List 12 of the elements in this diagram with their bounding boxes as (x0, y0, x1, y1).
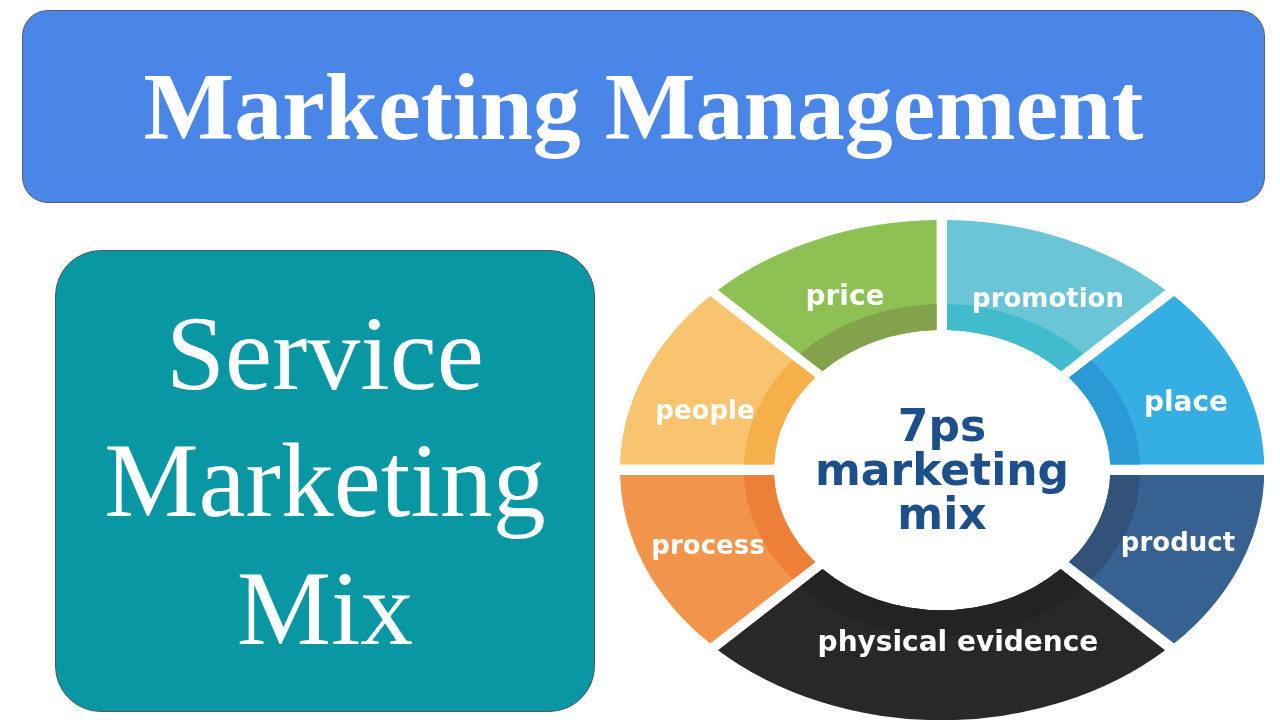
segment-label: price (805, 280, 885, 312)
card-heading: Service Marketing Mix (103, 294, 547, 669)
segment-label: place (1143, 386, 1229, 418)
banner-title: Marketing Management (143, 53, 1144, 160)
segment-label: physical evidence (817, 626, 1099, 658)
segment-label: process (651, 530, 765, 560)
info-card (55, 250, 595, 712)
title-banner (22, 10, 1265, 203)
center-label: 7ps marketing mix (813, 404, 1071, 536)
segment-label: promotion (972, 283, 1124, 313)
segment-label: product (1120, 527, 1236, 557)
segment-label: people (655, 395, 755, 425)
